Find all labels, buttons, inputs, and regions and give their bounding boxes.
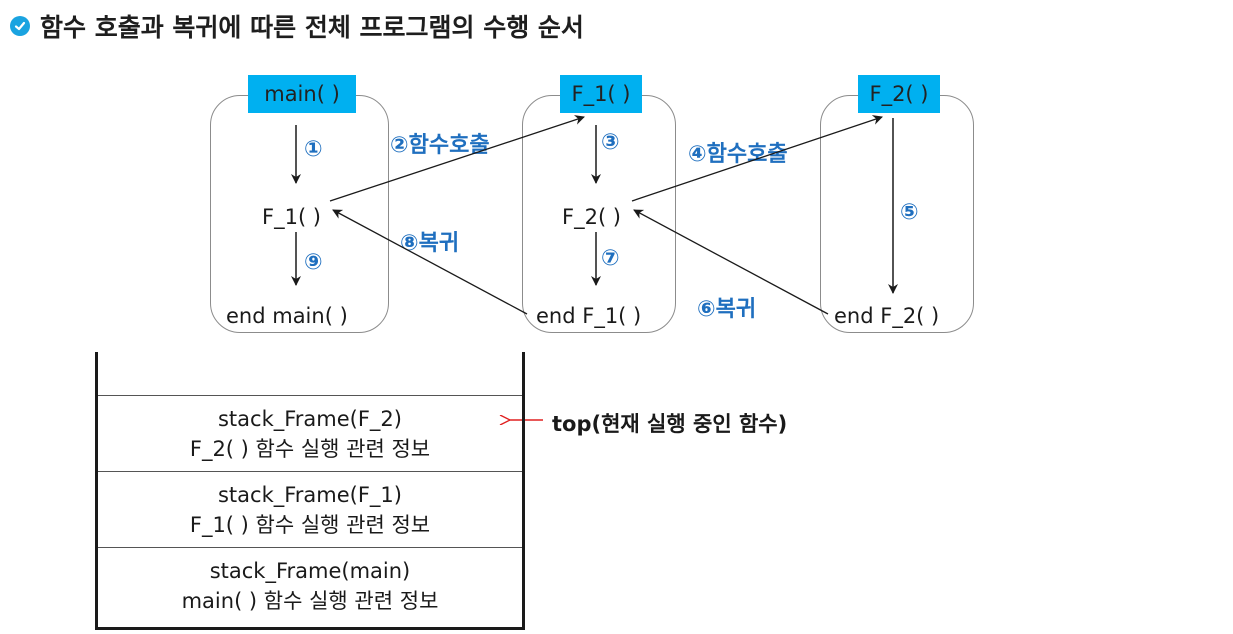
step-5: ⑤ xyxy=(900,200,919,225)
f1-end-label: end F_1( ) xyxy=(536,304,642,328)
arrow-step-6 xyxy=(633,209,829,315)
f1-call-f2-label: F_2( ) xyxy=(562,205,622,229)
main-header: main( ) xyxy=(248,75,356,113)
call-stack: stack_Frame(F_2) F_2( ) 함수 실행 관련 정보 stac… xyxy=(95,352,525,630)
stack-frame-f2-title: stack_Frame(F_2) xyxy=(217,407,402,431)
stack-frame-main-info: main( ) 함수 실행 관련 정보 xyxy=(181,589,439,613)
step-7: ⑦ xyxy=(601,246,620,271)
stack-frame-main-title: stack_Frame(main) xyxy=(209,559,411,583)
stack-frame-f1-title: stack_Frame(F_1) xyxy=(217,483,402,507)
stack-frame-f1: stack_Frame(F_1) F_1( ) 함수 실행 관련 정보 xyxy=(98,471,522,547)
step-3: ③ xyxy=(601,130,620,155)
step-1: ① xyxy=(304,137,323,162)
check-circle-icon xyxy=(10,16,30,36)
stack-frame-main: stack_Frame(main) main( ) 함수 실행 관련 정보 xyxy=(98,547,522,625)
main-end-label: end main( ) xyxy=(226,304,348,328)
step-9: ⑨ xyxy=(304,250,323,275)
stack-frame-f2-info: F_2( ) 함수 실행 관련 정보 xyxy=(189,437,431,461)
main-call-f1-label: F_1( ) xyxy=(262,205,322,229)
arrow-step-8 xyxy=(332,209,528,315)
f2-end-label: end F_2( ) xyxy=(834,304,940,328)
arrow-step-2 xyxy=(329,115,585,202)
page-title: 함수 호출과 복귀에 따른 전체 프로그램의 수행 순서 xyxy=(40,13,584,42)
f2-header: F_2( ) xyxy=(858,75,940,113)
stack-frame-f1-info: F_1( ) 함수 실행 관련 정보 xyxy=(189,513,431,537)
f1-header: F_1( ) xyxy=(560,75,642,113)
stack-frame-f2: stack_Frame(F_2) F_2( ) 함수 실행 관련 정보 xyxy=(98,395,522,471)
step-6-return: ⑥복귀 xyxy=(697,297,757,322)
stack-top-label: top(현재 실행 중인 함수) xyxy=(552,412,788,436)
title-row: 함수 호출과 복귀에 따른 전체 프로그램의 수행 순서 xyxy=(10,6,584,46)
arrow-step-4 xyxy=(631,115,883,202)
